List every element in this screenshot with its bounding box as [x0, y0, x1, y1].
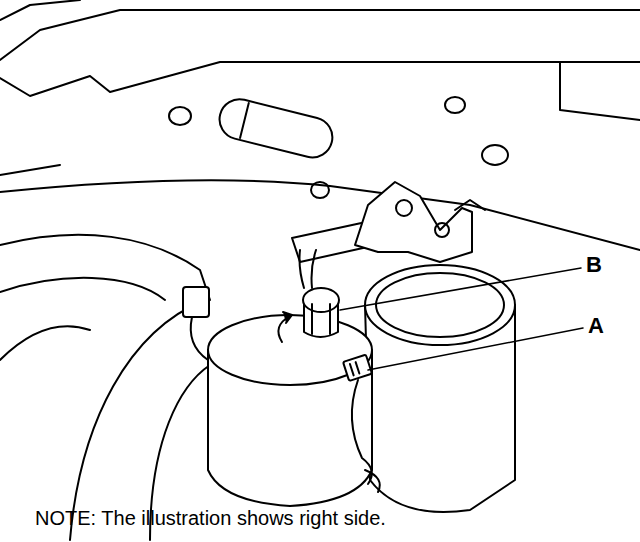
connector-wire	[352, 380, 372, 484]
frame-edge	[0, 0, 80, 20]
callout-letter: A	[588, 315, 604, 337]
mounting-bracket	[355, 182, 472, 262]
frame-edge	[0, 62, 640, 96]
wire	[191, 317, 208, 360]
turn-arrowhead	[283, 312, 292, 323]
hose	[0, 235, 210, 300]
frame-edge	[560, 62, 640, 120]
side-connector	[183, 287, 209, 317]
connector	[343, 355, 372, 381]
bulb-socket	[303, 288, 339, 312]
housing-rim	[208, 315, 372, 385]
leader-line	[340, 268, 581, 310]
frame-hole	[445, 97, 465, 113]
hose	[0, 278, 165, 300]
hose	[0, 326, 90, 360]
frame-hole	[311, 182, 329, 198]
turn-arrow	[365, 470, 380, 492]
hose	[70, 300, 205, 540]
bracket-hole	[435, 223, 449, 237]
bulb-wire	[312, 250, 317, 288]
bracket-hole	[396, 200, 412, 216]
socket-rib	[329, 304, 331, 334]
frame-edge	[0, 10, 640, 60]
socket-rib	[311, 304, 313, 334]
frame-hole	[482, 145, 508, 165]
bracket-tab	[455, 200, 485, 210]
leader-line	[368, 328, 583, 370]
frame-hole	[169, 107, 191, 125]
damper-cylinder	[215, 95, 336, 162]
note-text: NOTE: The illustration shows right side.	[35, 508, 386, 528]
housing-rim	[376, 273, 504, 337]
housing-rim	[365, 265, 515, 345]
frame-edge	[0, 165, 60, 175]
callout-letter: B	[586, 254, 602, 276]
bulb-wire	[300, 250, 305, 288]
